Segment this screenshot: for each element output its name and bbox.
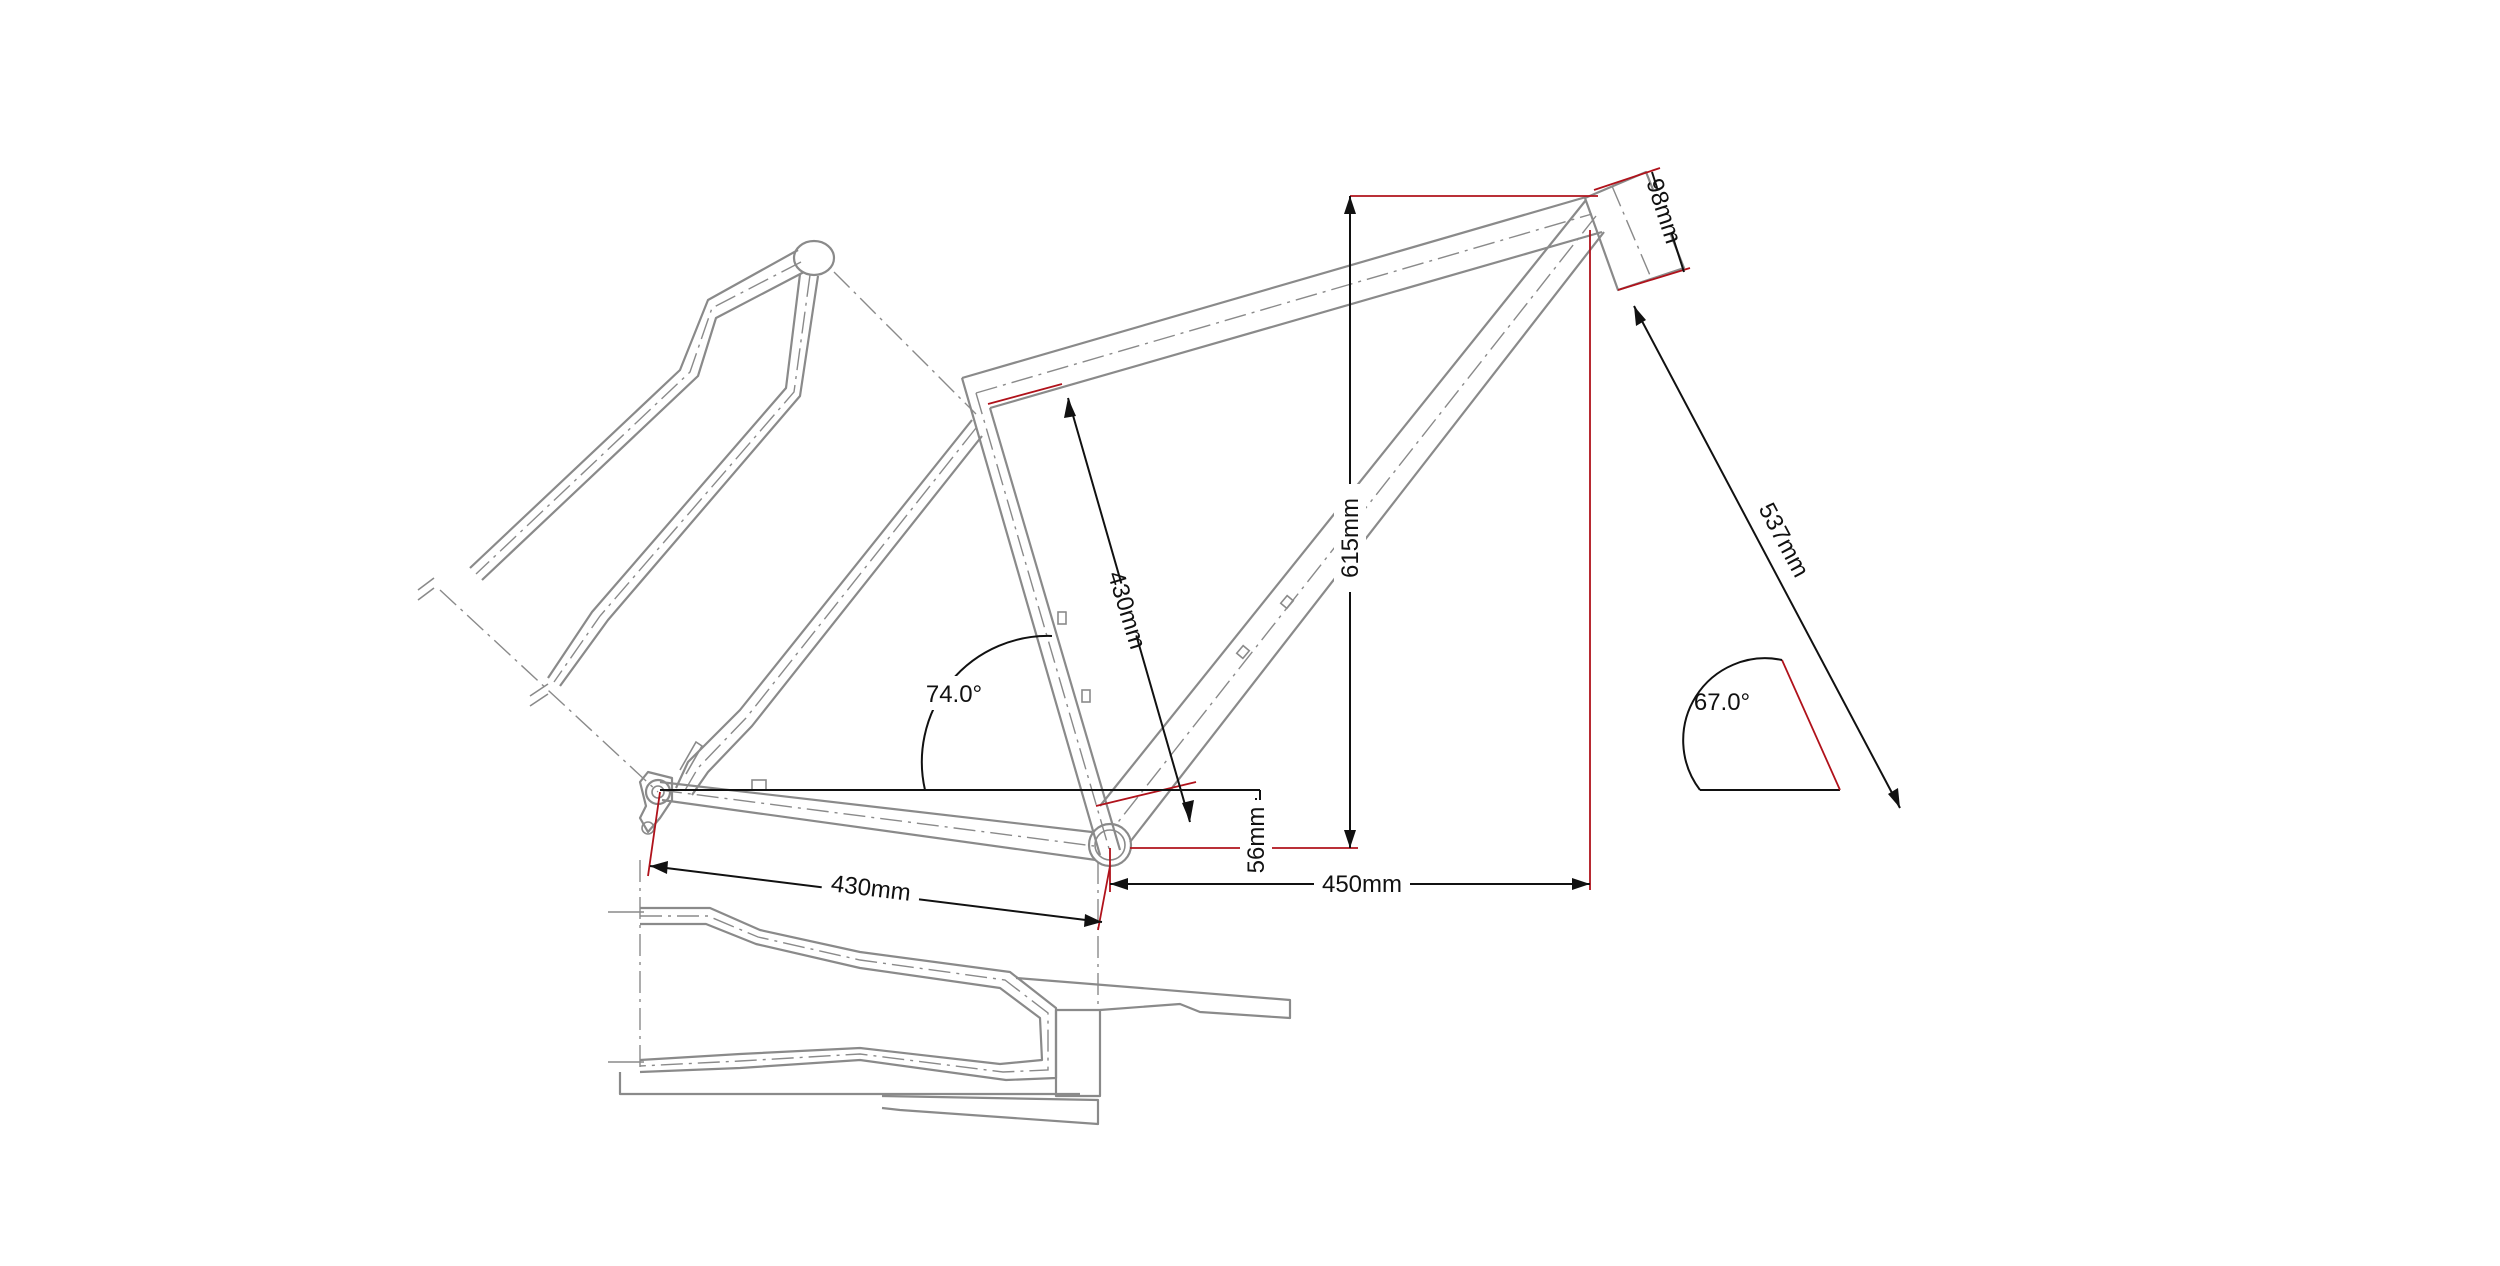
dimension-seat-angle: 74.0° xyxy=(660,634,1261,800)
dimension-bb-drop: 56mm xyxy=(1240,798,1272,880)
seat-angle-label: 74.0° xyxy=(926,681,982,708)
dimension-chainstay: 430mm xyxy=(647,791,1111,931)
reach-label: 450mm xyxy=(1322,871,1402,898)
dimension-stack: 615mm xyxy=(1130,195,1598,849)
dimension-seat-tube-length: 430mm xyxy=(987,383,1197,823)
rear-stays-lower-view xyxy=(608,860,1292,1126)
dimension-reach: 450mm xyxy=(1109,848,1590,900)
bb-drop-label: 56mm xyxy=(1243,807,1270,874)
rear-stays-upper-view xyxy=(417,239,977,793)
dimension-top-tube: 537mm xyxy=(1633,305,1901,809)
dimension-head-tube: 98mm xyxy=(1593,167,1705,291)
seat-stay xyxy=(675,419,983,796)
seat-tube xyxy=(960,377,1122,856)
head-tube xyxy=(1583,170,1686,292)
stack-label: 615mm xyxy=(1337,498,1364,578)
head-angle-label: 67.0° xyxy=(1694,689,1750,716)
top-tube xyxy=(961,195,1603,410)
chainstay xyxy=(659,779,1097,862)
dimension-head-angle: 67.0° xyxy=(1682,657,1841,791)
